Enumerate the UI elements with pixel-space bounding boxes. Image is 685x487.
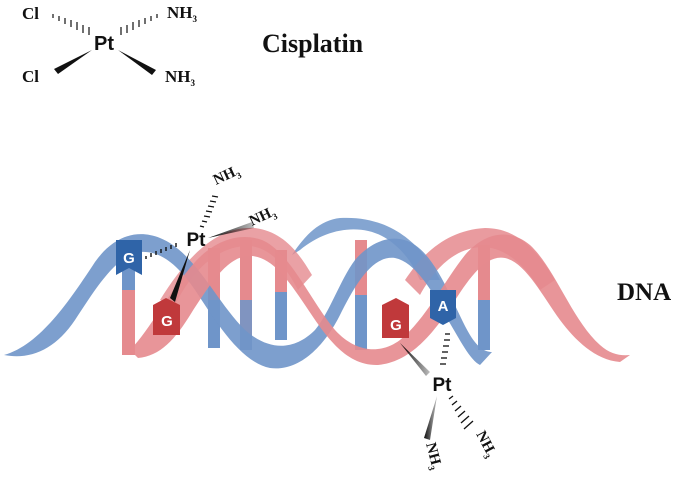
blue-strand-back xyxy=(292,217,440,280)
hashed-bond-pt-nh3-right xyxy=(448,395,474,430)
base-g-blue-label: G xyxy=(123,250,135,267)
nh-text: NH xyxy=(165,67,191,86)
nh3-top: NH3 xyxy=(211,163,244,191)
pt-upper-label: Pt xyxy=(187,230,207,251)
base-a-blue: A xyxy=(430,290,456,325)
base-g-red-left: G xyxy=(153,298,180,335)
cisplatin-structure: Pt Cl Cl NH3 NH3 Cisplatin xyxy=(22,3,364,88)
cisplatin-nh3-lower: NH3 xyxy=(165,67,196,88)
base-g-blue: G xyxy=(116,240,142,275)
nh3-right: NH3 xyxy=(247,204,280,232)
subscript-3: 3 xyxy=(191,78,196,88)
hashed-bond-g-pt xyxy=(145,243,177,259)
wedge-pt-nh3-down xyxy=(424,396,437,440)
cisplatin-cl-upper: Cl xyxy=(22,4,39,23)
blue-strand-front xyxy=(4,234,492,369)
cisplatin-pt-label: Pt xyxy=(94,33,114,55)
subscript-3: 3 xyxy=(235,170,244,181)
dna-helix xyxy=(4,217,630,369)
wedge-pt-g xyxy=(170,250,190,302)
hashed-bond-pt-nh3-top xyxy=(199,195,219,228)
base-g-red-left-shape xyxy=(153,298,180,335)
nh-text: NH xyxy=(472,428,497,456)
pt-lower-label: Pt xyxy=(433,375,453,396)
nh3-lower-right: NH3 xyxy=(471,428,500,461)
base-g-red-left-label: G xyxy=(161,313,173,330)
base-g-blue-shape xyxy=(116,240,142,275)
red-strand-back-left xyxy=(160,227,312,305)
hashed-bond-cl-upper xyxy=(52,14,90,35)
cisplatin-cl-lower: Cl xyxy=(22,67,39,86)
nh-text: NH xyxy=(211,164,238,188)
subscript-3: 3 xyxy=(271,211,280,222)
base-a-blue-shape xyxy=(430,290,456,325)
dna-label: DNA xyxy=(617,279,671,306)
wedge-pt-nh3-right xyxy=(208,222,254,238)
cisplatin-title: Cisplatin xyxy=(262,29,364,58)
nh-text: NH xyxy=(247,205,274,229)
base-g-red-right-label: G xyxy=(390,317,402,334)
base-g-red-right-shape xyxy=(382,298,409,338)
cisplatin-nh3-upper: NH3 xyxy=(167,3,198,24)
subscript-3: 3 xyxy=(193,14,198,24)
wedge-g-pt-lower xyxy=(400,343,430,376)
base-a-blue-label: A xyxy=(438,298,449,315)
nh-text: NH xyxy=(422,441,443,467)
hashed-bond-a-pt xyxy=(440,333,450,365)
subscript-3: 3 xyxy=(426,465,437,472)
wedge-bond-nh3-lower xyxy=(118,50,156,75)
nh3-lower-left: NH3 xyxy=(420,441,445,472)
subscript-3: 3 xyxy=(481,452,492,461)
nh-text: NH xyxy=(167,3,193,22)
base-g-red-right: G xyxy=(382,298,409,338)
hashed-bond-nh3-upper xyxy=(120,14,158,35)
wedge-bond-cl-lower xyxy=(54,50,92,74)
